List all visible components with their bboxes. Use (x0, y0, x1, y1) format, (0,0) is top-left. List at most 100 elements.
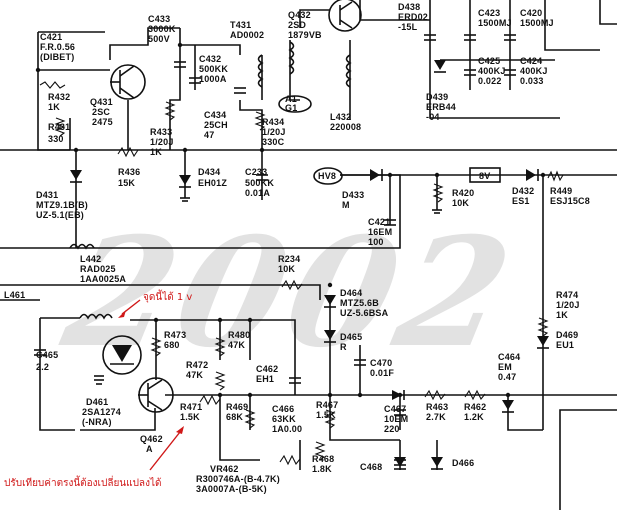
label-d461-val: 2SA1274 (82, 407, 121, 417)
label-r473: R473 (164, 330, 186, 340)
label-c420: C420 (520, 8, 542, 18)
label-d464-v2: UZ-5.6BSA (340, 308, 389, 318)
label-d461: D461 (86, 397, 108, 407)
label-l461: L461 (4, 290, 25, 300)
junction-dots (35, 42, 546, 398)
label-r420-val: 10K (452, 198, 469, 208)
label-r480-val: 47K (228, 340, 245, 350)
label-r474-v2: 1K (556, 310, 568, 320)
label-c434-v2: 47 (204, 130, 214, 140)
badge-a1: A1 (285, 94, 297, 104)
label-c432-v1: 500KK (199, 64, 228, 74)
label-r449: R449 (550, 186, 572, 196)
label-r234: R234 (278, 254, 300, 264)
label-c424-val: 400KJ (520, 66, 548, 76)
label-l442-val: RAD025 (80, 264, 116, 274)
label-r468: R468 (312, 454, 334, 464)
label-c434: C434 (204, 110, 226, 120)
label-r434-val: 1/20J (262, 127, 286, 137)
label-q431-part2: 2475 (92, 117, 113, 127)
label-q462-val: A (146, 444, 153, 454)
label-r434: R434 (262, 117, 284, 127)
handwritten-notes: จุดนี้ได้ 1 v ปรับเทียบค่าตรงนี้ต้องเปลี… (4, 289, 192, 489)
label-c470: C470 (370, 358, 392, 368)
label-q462: Q462 (140, 434, 163, 444)
label-r469-val: 68K (226, 412, 243, 422)
label-c425: C425 (478, 56, 500, 66)
label-vr462-v2: 3A0007A-(B-5K) (196, 484, 267, 494)
note-top: จุดนี้ได้ 1 v (143, 289, 192, 303)
label-c433: C433 (148, 14, 170, 24)
label-r434-v2: 330C (262, 137, 285, 147)
label-d434-val: EH01Z (198, 178, 227, 188)
label-d438: D438 (398, 2, 420, 12)
label-c421b: C421 (368, 217, 390, 227)
label-d431-val: MTZ9.1B(B) (36, 200, 88, 210)
label-r469: R469 (226, 402, 248, 412)
label-r234-val: 10K (278, 264, 295, 274)
diode-symbols (70, 60, 549, 470)
label-q431: Q431 (90, 97, 113, 107)
label-c433-v2: 500V (148, 34, 170, 44)
label-r433-val: 1/20J (150, 137, 174, 147)
label-c466: C466 (272, 404, 294, 414)
label-r431: R431 (48, 122, 70, 132)
label-c425-v2: 0.022 (478, 76, 502, 86)
label-q432-part: 2SD (288, 20, 306, 30)
label-c466-val: 63KK (272, 414, 296, 424)
resistor-symbols (39, 81, 564, 466)
label-r472: R472 (186, 360, 208, 370)
label-r463: R463 (426, 402, 448, 412)
label-c434-val: 25CH (204, 120, 228, 130)
label-c465: C465 (36, 350, 58, 360)
label-q431-part: 2SC (92, 107, 110, 117)
label-c468: C468 (360, 462, 382, 472)
note-bottom: ปรับเทียบค่าตรงนี้ต้องเปลี่ยนแปลงได้ (4, 475, 161, 489)
label-c424-v2: 0.033 (520, 76, 544, 86)
label-c421: C421 (40, 32, 62, 42)
badge-g1: G1 (285, 103, 297, 113)
label-vr462: VR462 (210, 464, 239, 474)
label-c233-val: 500KK (245, 178, 274, 188)
label-d438-val: ERD02 (398, 12, 428, 22)
label-c462: C462 (256, 364, 278, 374)
label-r474: R474 (556, 290, 578, 300)
label-r467: R467 (316, 400, 338, 410)
label-r463-val: 2.7K (426, 412, 446, 422)
label-r433-v2: 1K (150, 147, 162, 157)
label-d466: D466 (452, 458, 474, 468)
inductor-symbols (69, 41, 501, 320)
label-d465: D465 (340, 332, 362, 342)
label-r473-val: 680 (164, 340, 180, 350)
component-labels: C421 F.R.0.56 (DIBET) R432 1K R431 330 Q… (4, 2, 590, 494)
label-d439: D439 (426, 92, 448, 102)
annotation-arrows (118, 299, 184, 471)
label-d464: D464 (340, 288, 362, 298)
label-d431: D431 (36, 190, 58, 200)
label-d439-val: ERB44 (426, 102, 456, 112)
badge-hv8: HV8 (318, 171, 336, 181)
label-c470-val: 0.01F (370, 368, 394, 378)
label-l432-val: 220008 (330, 122, 361, 132)
label-r432-val: 1K (48, 102, 60, 112)
label-c421b-v2: 100 (368, 237, 384, 247)
label-r436: R436 (118, 167, 140, 177)
label-d432: D432 (512, 186, 534, 196)
label-d438-v2: -15L (398, 22, 418, 32)
label-q432-part2: 1879VB (288, 30, 322, 40)
label-r436-val: 15K (118, 178, 135, 188)
label-t431-val: AD0002 (230, 30, 264, 40)
label-q432: Q432 (288, 10, 311, 20)
label-vr462-val: R300746A-(B-4.7K) (196, 474, 280, 484)
label-d432-val: ES1 (512, 196, 530, 206)
label-r420: R420 (452, 188, 474, 198)
label-d439-v2: -04 (426, 112, 440, 122)
label-c233-v2: 0.01A (245, 188, 270, 198)
label-d469-val: EU1 (556, 340, 574, 350)
box-8v: 8V (479, 171, 490, 181)
transistor-symbols (102, 0, 362, 413)
label-c433-v1: 3000K (148, 24, 176, 34)
label-d433-val: M (342, 200, 350, 210)
label-r468-val: 1.8K (312, 464, 332, 474)
